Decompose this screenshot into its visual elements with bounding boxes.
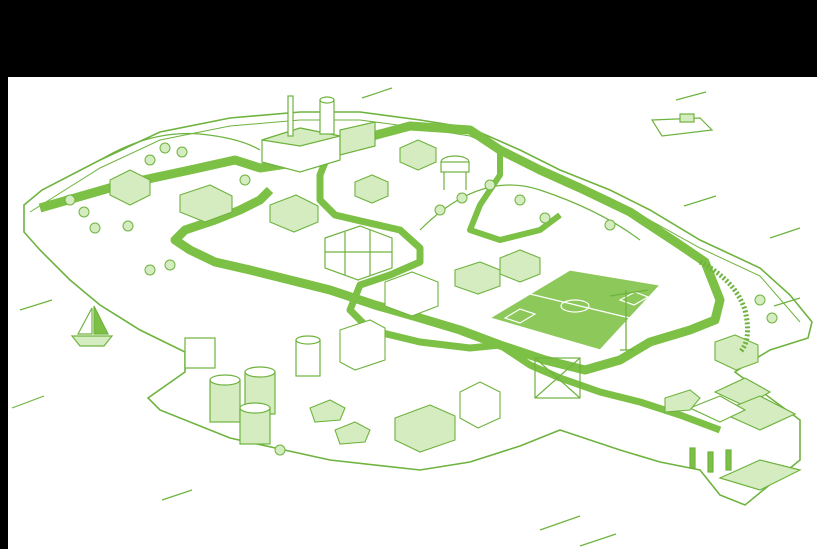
warehouse — [339, 319, 501, 453]
black-left-edge — [0, 77, 8, 549]
black-top-band — [0, 0, 817, 77]
rail-track — [698, 259, 751, 354]
water-tower-icon — [440, 155, 470, 190]
hill-left — [99, 132, 261, 161]
harbor-pier — [689, 447, 802, 491]
water-waves — [11, 87, 801, 547]
soccer-field-icon — [488, 269, 662, 351]
ship-icon — [650, 113, 714, 137]
silo-icon — [184, 335, 321, 445]
bridge-icon — [534, 357, 797, 431]
truck-icon — [309, 389, 701, 445]
apartment-block — [324, 225, 393, 281]
crane-icon — [609, 289, 649, 351]
island-outline — [23, 111, 813, 506]
road-branch-east — [467, 150, 562, 243]
house-icon — [109, 139, 759, 371]
road-branch-center — [316, 148, 501, 352]
tree-icon — [64, 142, 778, 456]
factory-icon — [261, 95, 376, 173]
sailboat-icon — [70, 305, 114, 347]
road-branch-harbor — [498, 342, 722, 434]
